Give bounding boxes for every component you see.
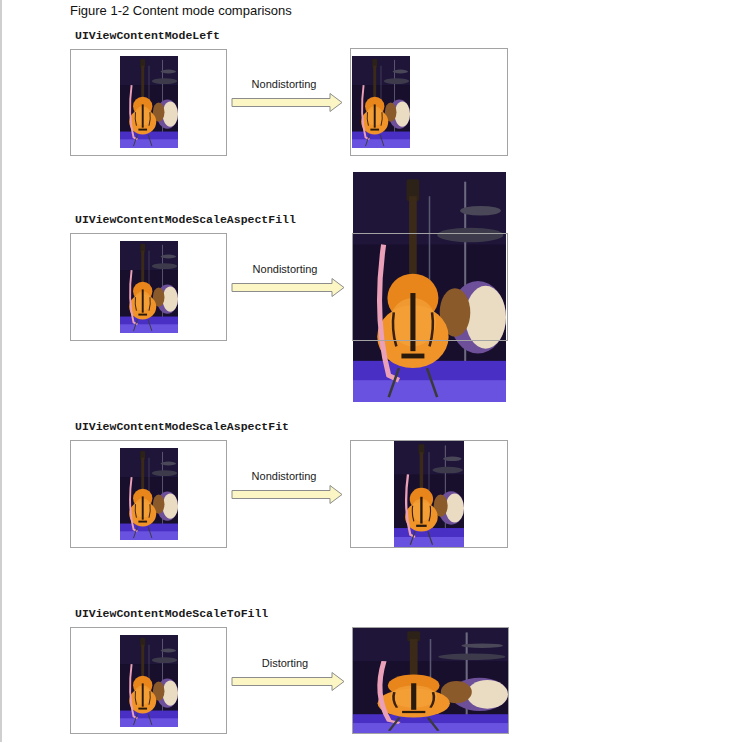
result-view-frame — [350, 48, 508, 156]
content-mode-name: UIViewContentModeScaleAspectFit — [75, 420, 230, 434]
photo — [394, 441, 464, 547]
block-arrow — [232, 486, 342, 504]
page-edge — [0, 0, 2, 742]
result-view-frame — [352, 233, 508, 341]
source-view-frame: UIViewContentModeScaleAspectFit — [70, 440, 227, 548]
block-arrow — [232, 279, 344, 297]
result-view-frame — [352, 627, 509, 734]
photo — [120, 635, 178, 727]
arrow-label: Nondistorting — [253, 262, 318, 276]
photo — [120, 448, 178, 540]
content-mode-name: UIViewContentModeScaleToFill — [75, 607, 230, 621]
content-mode-name: UIViewContentModeLeft — [75, 29, 230, 43]
arrow-label: Nondistorting — [252, 77, 317, 91]
arrow-label: Distorting — [262, 656, 308, 670]
photo — [352, 56, 410, 148]
source-view-frame: UIViewContentModeLeft — [70, 49, 227, 156]
figure-title: Figure 1-2 Content mode comparisons — [70, 3, 292, 19]
result-view-frame — [350, 440, 508, 548]
photo — [120, 56, 178, 148]
block-arrow — [232, 673, 344, 691]
photo — [353, 628, 508, 733]
content-mode-name: UIViewContentModeScaleAspectFill — [75, 213, 230, 227]
arrow-label: Nondistorting — [252, 469, 317, 483]
block-arrow — [232, 94, 342, 112]
photo — [120, 241, 178, 333]
photo — [353, 172, 506, 402]
source-view-frame: UIViewContentModeScaleToFill — [70, 627, 227, 734]
source-view-frame: UIViewContentModeScaleAspectFill — [70, 233, 227, 341]
